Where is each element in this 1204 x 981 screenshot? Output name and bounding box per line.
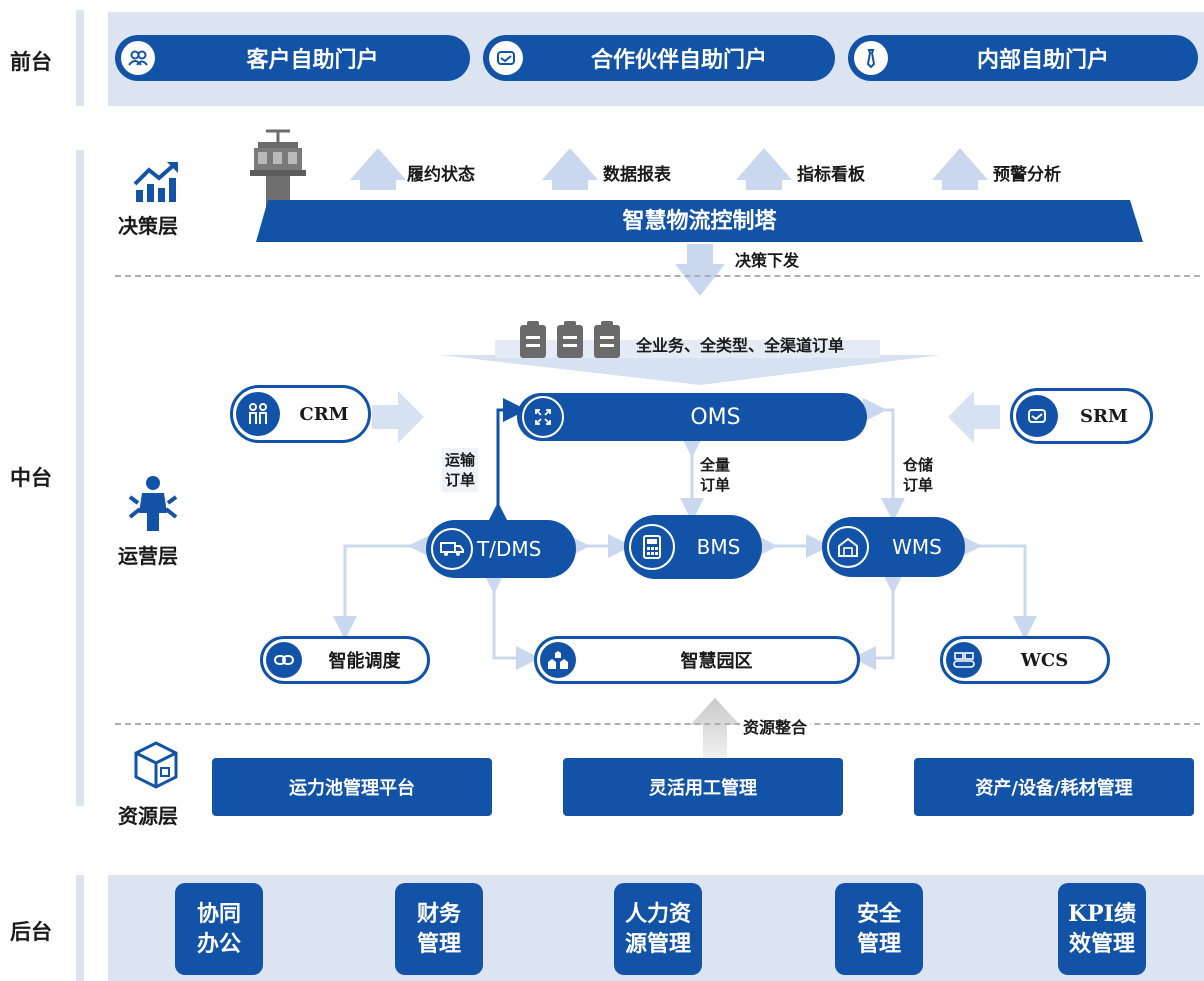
flexible-labor-management[interactable]: 灵活用工管理: [563, 758, 843, 816]
tdms-node[interactable]: T/DMS: [426, 520, 576, 578]
park-label: 智慧园区: [680, 651, 753, 672]
storage-order-label: 仓储 订单: [903, 456, 934, 494]
back-layer-label: 后台: [10, 919, 52, 944]
handshake-icon: [489, 41, 523, 75]
dispatch-node[interactable]: 智能调度: [260, 636, 430, 684]
clipboard-icon: [520, 321, 620, 358]
chart-growth-icon: [133, 162, 178, 202]
asset-equipment-label: 资产/设备/耗材管理: [975, 778, 1133, 799]
warning-analysis-label: 预警分析: [993, 165, 1061, 185]
bms-label: BMS: [696, 535, 741, 559]
full-order-label: 全量 订单: [700, 456, 731, 494]
people-pair-icon: [236, 392, 280, 436]
srm-label: SRM: [1080, 405, 1128, 427]
srm-node[interactable]: SRM: [1010, 388, 1153, 444]
wcs-node[interactable]: WCS: [940, 636, 1110, 684]
tie-icon: [854, 41, 888, 75]
kpi-board-label: 指标看板: [797, 165, 865, 185]
safety-management[interactable]: 安全 管理: [835, 883, 923, 975]
internal-portal[interactable]: 内部自助门户: [848, 35, 1198, 81]
park-node[interactable]: 智慧园区: [534, 636, 860, 684]
people-icon: [121, 41, 155, 75]
crm-label: CRM: [299, 403, 349, 425]
buildings-icon: [540, 642, 576, 678]
wms-node[interactable]: WMS: [822, 517, 965, 577]
decision-layer-label: 决策层: [118, 214, 178, 238]
internal-portal-label: 内部自助门户: [976, 47, 1109, 73]
manager-icon: [128, 476, 178, 531]
tower-banner-label: 智慧物流控制塔: [622, 208, 777, 234]
bms-node[interactable]: BMS: [624, 515, 762, 579]
front-layer-label: 前台: [10, 49, 52, 74]
partner-portal[interactable]: 合作伙伴自助门户: [483, 35, 835, 81]
decision-down-label: 决策下发: [735, 251, 800, 270]
link-icon: [266, 642, 302, 678]
capacity-pool-label: 运力池管理平台: [289, 778, 415, 799]
calculator-icon: [629, 524, 675, 570]
oms-label: OMS: [690, 404, 741, 430]
customer-portal[interactable]: 客户自助门户: [115, 35, 470, 81]
truck-icon: [431, 528, 473, 570]
conveyor-icon: [946, 642, 982, 678]
box-icon: [134, 741, 178, 789]
middle-layer-label: 中台: [10, 465, 52, 490]
dispatch-label: 智能调度: [328, 651, 401, 672]
front-side-bar: [76, 10, 84, 106]
handshake-icon: [1016, 395, 1058, 437]
hr-management[interactable]: 人力资 源管理: [614, 883, 702, 975]
collaborative-office[interactable]: 协同 办公: [175, 883, 263, 975]
expand-icon: [522, 396, 564, 438]
resource-divider: [115, 723, 1200, 725]
data-report-label: 数据报表: [603, 165, 671, 185]
oms-node[interactable]: OMS: [517, 393, 867, 441]
asset-equipment-management[interactable]: 资产/设备/耗材管理: [914, 758, 1194, 816]
resource-layer-label: 资源层: [118, 804, 178, 828]
crm-node[interactable]: CRM: [230, 385, 371, 443]
operation-layer-label: 运营层: [118, 544, 178, 568]
flexible-labor-label: 灵活用工管理: [649, 778, 757, 799]
capacity-pool-platform[interactable]: 运力池管理平台: [212, 758, 492, 816]
partner-portal-label: 合作伙伴自助门户: [590, 47, 767, 73]
back-side-bar: [76, 875, 84, 981]
fulfillment-status-label: 履约状态: [407, 165, 475, 185]
orders-label: 全业务、全类型、全渠道订单: [636, 336, 845, 355]
tdms-label: T/DMS: [477, 537, 542, 561]
transport-order-label: 运输 订单: [442, 448, 479, 492]
kpi-management[interactable]: KPI绩 效管理: [1058, 883, 1146, 975]
resource-integration-label: 资源整合: [740, 714, 811, 738]
finance-management[interactable]: 财务 管理: [395, 883, 483, 975]
customer-portal-label: 客户自助门户: [246, 47, 379, 73]
middle-side-bar: [76, 150, 84, 806]
warehouse-icon: [827, 526, 869, 568]
wcs-label: WCS: [1020, 649, 1069, 671]
wms-label: WMS: [892, 535, 942, 559]
decision-divider: [115, 275, 1200, 277]
